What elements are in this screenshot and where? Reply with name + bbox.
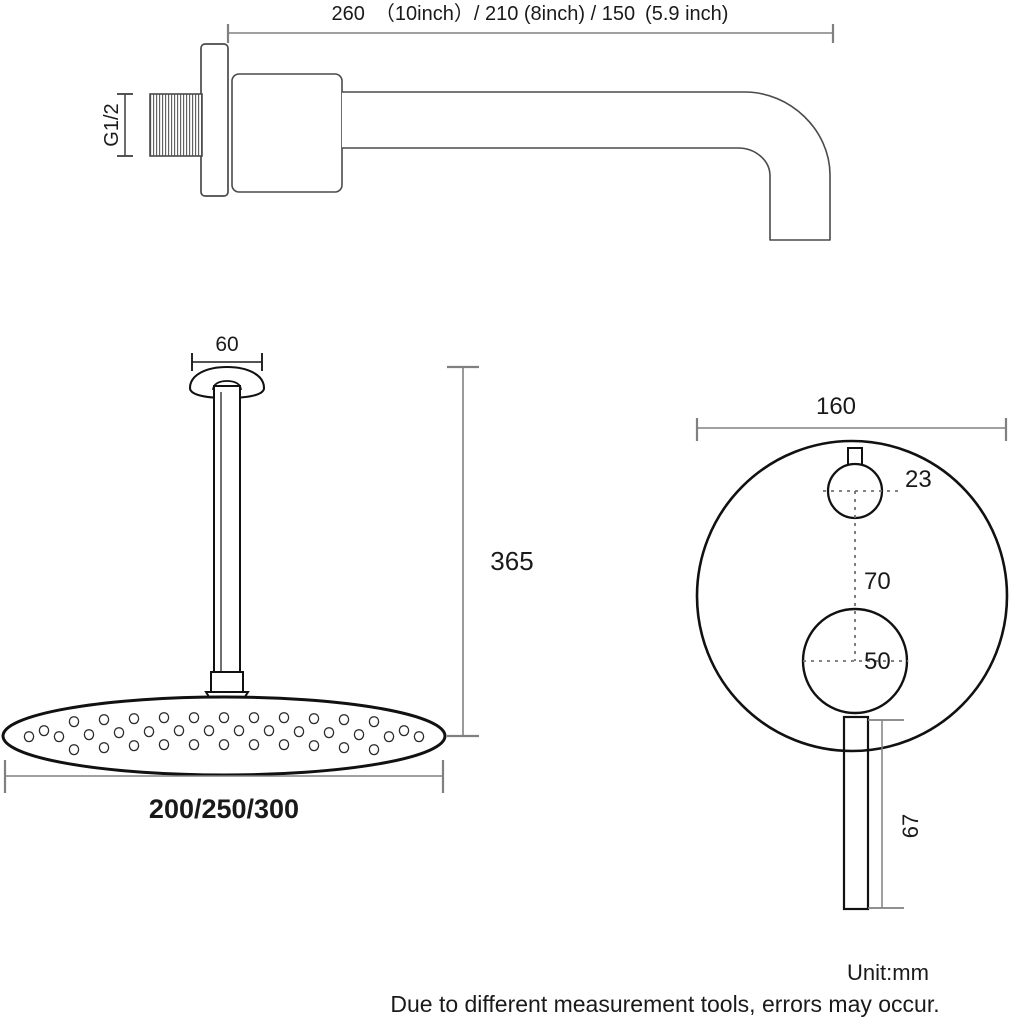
spout-view: 260 （10inch）/ 210 (8inch) / 150 (5.9 inc…: [101, 2, 835, 241]
handle-hub-label: 50: [864, 648, 891, 675]
thread-dimension: [117, 93, 133, 157]
spout-length-dimension: [226, 24, 835, 43]
ceiling-flange: [188, 365, 266, 400]
center-distance-label: 70: [864, 568, 891, 595]
head-connector-block: [210, 671, 244, 693]
spout-length-label: 260 （10inch）/ 210 (8inch) / 150 (5.9 inc…: [332, 2, 729, 25]
valve-view: 160 23 70 50: [695, 393, 1009, 911]
diverter-knob-label: 23: [905, 466, 932, 493]
spout-body-block: [231, 73, 343, 193]
flange-diameter-label: 60: [215, 333, 238, 356]
unit-note: Unit:mm: [847, 960, 929, 985]
valve-face-plate: [695, 439, 1009, 753]
spout-wall-plate: [200, 43, 229, 197]
drop-height-dimension: [447, 365, 479, 738]
shower-head-disc: [1, 695, 447, 777]
spout-thread-label: G1/2: [101, 103, 123, 146]
lever-length-label: 67: [898, 814, 923, 838]
plate-diameter-dimension: [695, 418, 1008, 441]
measurement-disclaimer: Due to different measurement tools, erro…: [390, 991, 939, 1017]
shower-head-view: 60: [1, 333, 534, 824]
valve-handle-lever: [842, 715, 870, 911]
head-diameter-dimension: [3, 760, 445, 793]
spout-arm-tube: [342, 91, 831, 241]
spout-thread-nipple: [149, 93, 203, 157]
flange-dimension: [191, 353, 263, 371]
drop-height-label: 365: [490, 546, 533, 576]
head-diameter-label: 200/250/300: [149, 794, 299, 824]
ceiling-arm-tube: [213, 385, 241, 677]
plate-diameter-label: 160: [816, 393, 856, 420]
lever-length-dimension: [868, 719, 904, 909]
